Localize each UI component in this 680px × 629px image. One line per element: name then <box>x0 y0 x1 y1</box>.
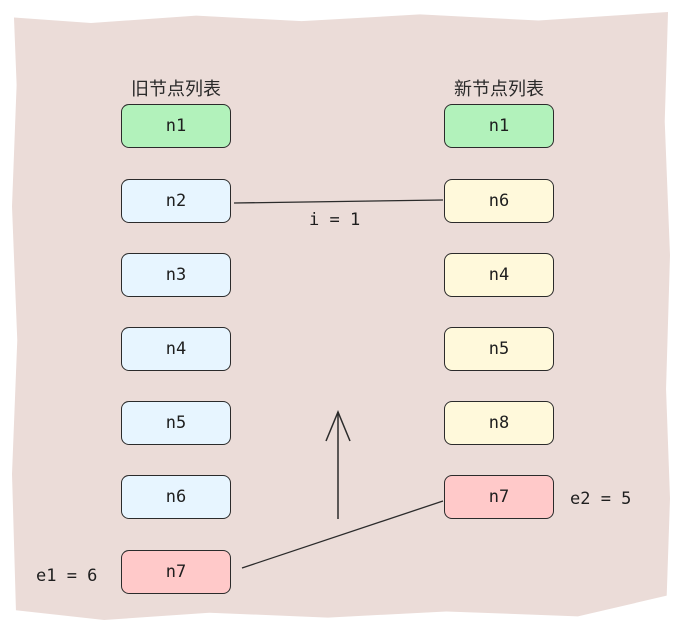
old-node: n6 <box>121 475 231 519</box>
pointer-i-label: i = 1 <box>309 210 361 230</box>
pointer-e2-label: e2 = 5 <box>570 489 632 509</box>
old-node: n5 <box>121 401 231 445</box>
link-line-n7-n7 <box>241 500 444 569</box>
old-node: n4 <box>121 327 231 371</box>
old-list-title: 旧节点列表 <box>131 79 221 100</box>
new-node: n6 <box>444 179 554 223</box>
old-node: n2 <box>121 179 231 223</box>
new-node: n4 <box>444 253 554 297</box>
pointer-e1-label: e1 = 6 <box>36 566 98 586</box>
new-list-title: 新节点列表 <box>454 79 544 100</box>
old-node: n3 <box>121 253 231 297</box>
new-node: n8 <box>444 401 554 445</box>
new-node: n5 <box>444 327 554 371</box>
link-line-n2-n6 <box>233 199 444 204</box>
new-node: n7 <box>444 475 554 519</box>
old-node: n1 <box>121 104 231 148</box>
up-arrow-icon <box>325 410 351 519</box>
new-node: n1 <box>444 104 554 148</box>
old-node: n7 <box>121 550 231 594</box>
